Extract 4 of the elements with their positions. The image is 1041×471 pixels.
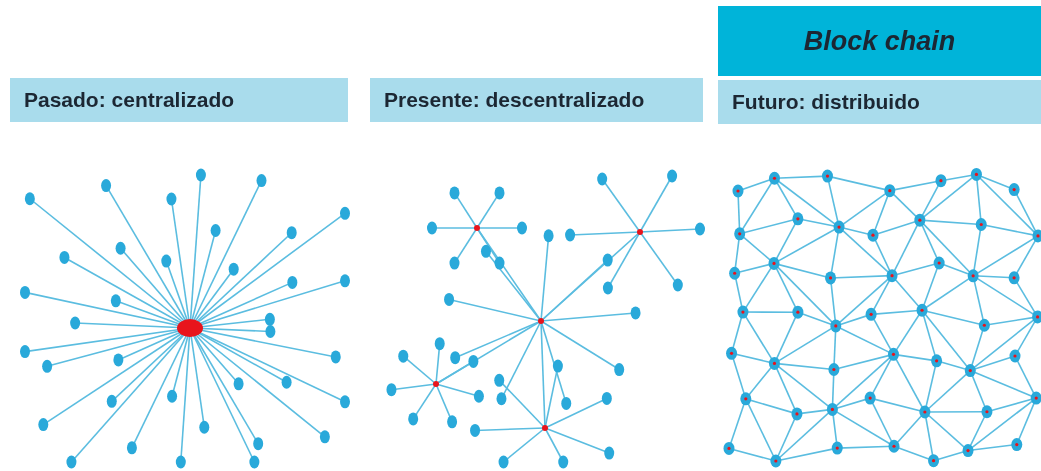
section-header: Futuro: distribuido: [718, 80, 1041, 124]
title-banner: Block chain: [718, 6, 1041, 76]
section-header: Pasado: centralizado: [10, 78, 348, 122]
section-header: Presente: descentralizado: [370, 78, 703, 122]
